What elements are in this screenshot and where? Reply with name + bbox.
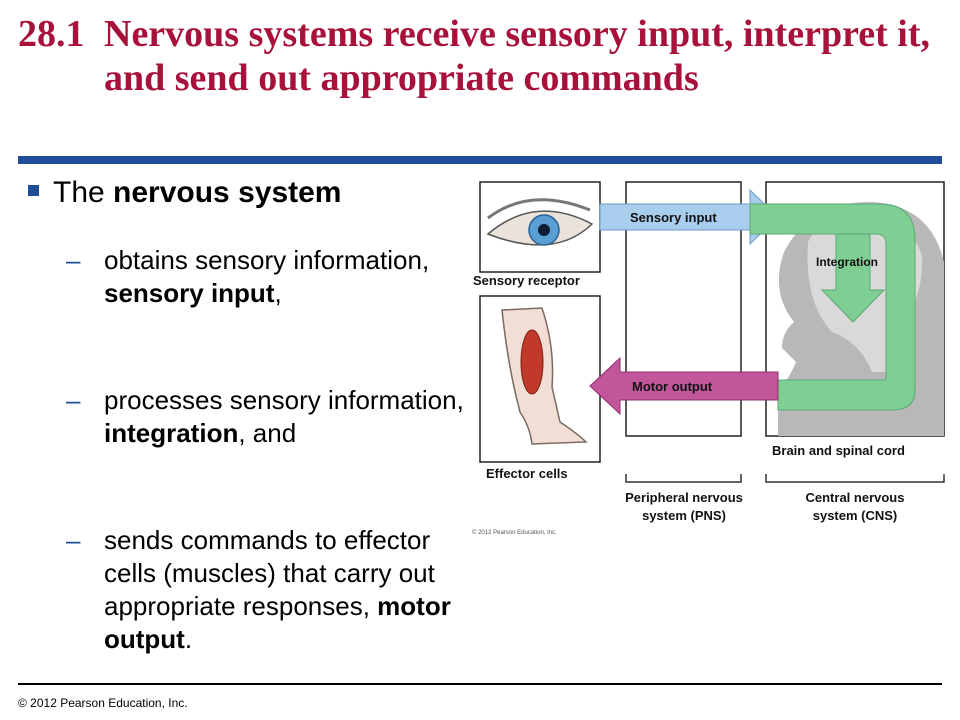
brain-spinal-cord-label: Brain and spinal cord [772, 443, 905, 458]
main-bullet: The nervous system [28, 174, 341, 212]
subpoint-tail: , [274, 278, 282, 308]
integration-label: Integration [816, 255, 878, 269]
bullet-bold-term: nervous system [113, 176, 342, 209]
diagram-copyright: © 2012 Pearson Education, Inc. [472, 529, 557, 536]
cns-label-line1: Central nervous [806, 490, 905, 505]
sensory-input-label: Sensory input [630, 210, 717, 225]
integration-loop [749, 203, 916, 411]
cns-bracket [765, 474, 945, 483]
pns-bracket [625, 474, 742, 483]
integration-inner-arrow [820, 233, 886, 323]
title-number: 28.1 [18, 13, 85, 55]
subpoint-term: sensory input [104, 278, 275, 308]
subpoint-motor-output: – sends commands to effector cells (musc… [66, 524, 486, 656]
subpoint-tail: , and [238, 418, 297, 448]
subpoint-integration: – processes sensory information, integra… [66, 384, 486, 450]
subpoint-text: sends commands to effector cells (muscle… [104, 525, 435, 621]
dash-marker: – [66, 385, 81, 415]
motor-output-arrow [589, 356, 779, 416]
cns-label-line2: system (CNS) [813, 508, 898, 523]
bullet-prefix: The [53, 176, 114, 209]
subpoint-term: motor output [104, 591, 451, 654]
slide-title: 28.1 Nervous systems receive sensory inp… [18, 12, 938, 100]
dash-marker: – [66, 245, 81, 275]
subpoint-text: obtains sensory information, [104, 245, 430, 275]
footer-divider [18, 683, 942, 685]
title-text: Nervous systems receive sensory input, i… [104, 13, 931, 99]
pns-label-line2: system (PNS) [642, 508, 726, 523]
dash-marker: – [66, 525, 81, 555]
nervous-system-diagram: Sensory receptor Effector cells Sensory … [472, 181, 945, 536]
sensory-receptor-label: Sensory receptor [473, 273, 580, 288]
effector-cells-label: Effector cells [486, 466, 568, 481]
subpoint-sensory-input: – obtains sensory information, sensory i… [66, 244, 486, 310]
title-divider [18, 156, 942, 164]
subpoint-tail: . [184, 624, 193, 654]
subpoint-term: integration [104, 418, 239, 448]
motor-output-label: Motor output [632, 379, 713, 394]
footer-copyright: © 2012 Pearson Education, Inc. [18, 696, 188, 710]
pns-label-line1: Peripheral nervous [625, 490, 743, 505]
eye-icon [486, 198, 594, 246]
leg-muscle-icon [501, 307, 588, 445]
subpoint-text: processes sensory information, [104, 385, 464, 415]
bullet-square-icon [28, 185, 39, 196]
